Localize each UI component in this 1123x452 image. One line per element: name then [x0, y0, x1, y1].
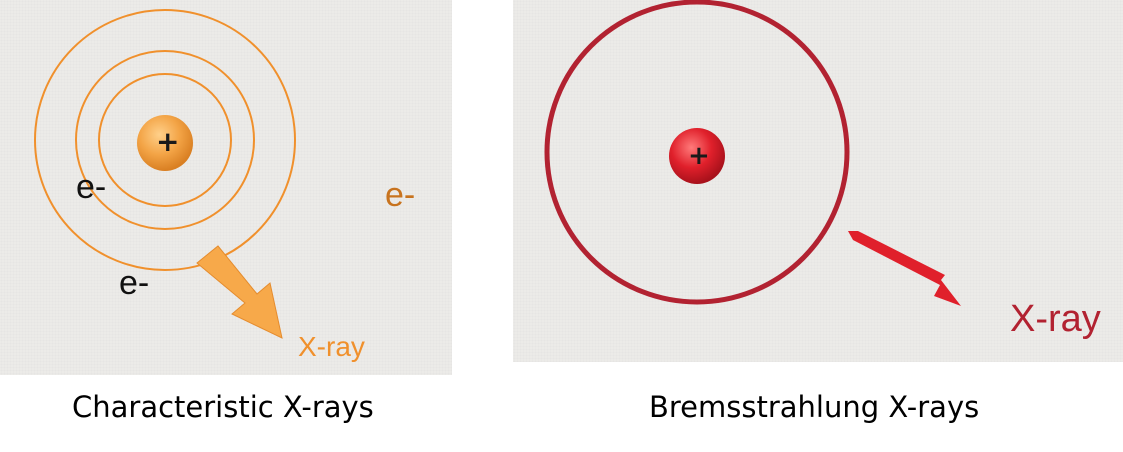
inner-electron-label: e-	[76, 168, 107, 206]
outer-electron-label: e-	[119, 264, 150, 302]
incident-electron-label: e-	[385, 176, 416, 214]
characteristic-svg	[34, 9, 296, 339]
bremsstrahlung-caption: Bremsstrahlung X-rays	[649, 390, 980, 424]
bremsstrahlung-xray-label: X-ray	[1010, 298, 1101, 340]
xray-arrow	[196, 245, 283, 339]
bremsstrahlung-orbit	[544, 0, 850, 305]
bremsstrahlung-svg	[544, 0, 961, 306]
bremsstrahlung-nucleus	[669, 128, 725, 184]
middle-orbit	[75, 50, 255, 230]
characteristic-caption: Characteristic X-rays	[72, 390, 374, 424]
outer-orbit	[34, 9, 296, 271]
bremsstrahlung-xray-arrow	[848, 231, 961, 306]
characteristic-panel: + e- e- e- X-ray	[0, 0, 452, 375]
characteristic-xray-label: X-ray	[298, 331, 365, 362]
inner-orbit	[98, 73, 232, 207]
bremsstrahlung-nucleus-sign: +	[688, 141, 710, 171]
nucleus-sign: +	[156, 125, 180, 158]
bremsstrahlung-panel: + X-ray	[513, 0, 1123, 362]
nucleus	[137, 115, 193, 171]
